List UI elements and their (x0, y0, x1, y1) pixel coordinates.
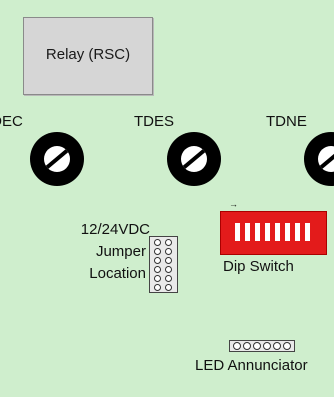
jumper-pin (165, 266, 172, 273)
led-pin (253, 342, 261, 350)
jumper-pin (165, 239, 172, 246)
dip-switch-toggle (245, 223, 250, 241)
jumper-pin (165, 248, 172, 255)
jumper-pin (154, 284, 161, 291)
led-pin (283, 342, 291, 350)
dip-switch-toggle (305, 223, 310, 241)
dip-switch-toggle (275, 223, 280, 241)
dip-switch-toggle (235, 223, 240, 241)
jumper-pin (154, 275, 161, 282)
dip-switch-toggle (265, 223, 270, 241)
jumper-location-label: Location (89, 265, 146, 282)
jumper-voltage-label: 12/24VDC (80, 221, 150, 238)
jumper-pin-header (149, 236, 178, 293)
jumper-pin (165, 284, 172, 291)
dial-face (181, 146, 207, 172)
dip-switch-toggle (285, 223, 290, 241)
dip-switch-label: Dip Switch (223, 258, 294, 275)
led-pin (243, 342, 251, 350)
dial-face (318, 146, 334, 172)
dip-switch (220, 211, 327, 255)
tdec-label: TDEC (0, 113, 23, 130)
dip-switch-marker: → (229, 199, 238, 209)
led-pin (263, 342, 271, 350)
jumper-pin (154, 239, 161, 246)
tdes-label: TDES (134, 113, 175, 130)
jumper-pin (165, 275, 172, 282)
jumper-pin (154, 257, 161, 264)
tdes-dial (167, 132, 221, 186)
dip-switch-toggle (255, 223, 260, 241)
led-pin (273, 342, 281, 350)
jumper-pin (165, 257, 172, 264)
relay-label: Relay (RSC) (45, 46, 131, 63)
led-annunciator-label: LED Annunciator (195, 357, 308, 374)
jumper-pin (154, 266, 161, 273)
led-annunciator-header (229, 340, 295, 352)
led-pin (233, 342, 241, 350)
dip-switch-toggle (295, 223, 300, 241)
dial-face (44, 146, 70, 172)
jumper-label: Jumper (95, 243, 146, 260)
tdec-dial (30, 132, 84, 186)
tdne-label: TDNE (266, 113, 307, 130)
relay-rsc-block: Relay (RSC) (23, 17, 153, 95)
tdne-dial (304, 132, 334, 186)
jumper-pin (154, 248, 161, 255)
